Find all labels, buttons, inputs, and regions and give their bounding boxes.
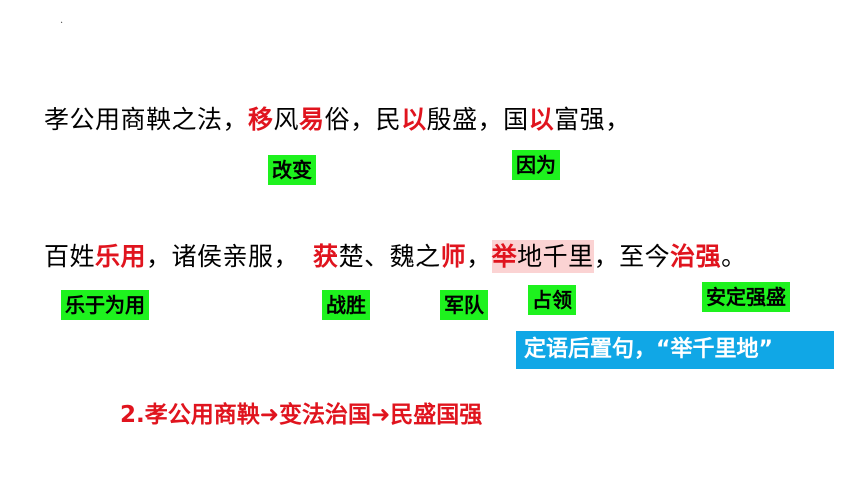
key-char: 以: [528, 105, 555, 134]
grammar-note: 定语后置句，“举千里地”: [516, 331, 834, 369]
key-char: 易: [299, 105, 325, 134]
text-segment: 地千里: [517, 242, 594, 271]
key-word: 治强: [670, 242, 722, 271]
text-segment: 俗，民: [324, 105, 402, 134]
text-segment: ，: [466, 242, 492, 271]
gloss-yinwei: 因为: [512, 150, 560, 180]
text-segment: ，诸侯亲服，: [146, 242, 300, 271]
highlighted-phrase: 举地千里: [491, 240, 594, 273]
key-word: 乐用: [95, 242, 147, 271]
text-segment: 孝公用商鞅之法，: [44, 105, 249, 134]
summary-line: 2.孝公用商鞅➜变法治国➜民盛国强: [120, 402, 483, 428]
key-char: 获: [313, 242, 339, 271]
key-char: 举: [491, 242, 518, 271]
text-segment: 富强，: [554, 105, 631, 134]
gloss-andingqiangsheng: 安定强盛: [702, 282, 790, 312]
gloss-gaibian: 改变: [268, 155, 316, 185]
key-char: 移: [248, 105, 274, 134]
key-char: 以: [401, 105, 427, 134]
gloss-zhansheng: 战胜: [322, 290, 370, 320]
gloss-zhanling: 占领: [528, 285, 576, 315]
sentence-line-1: 孝公用商鞅之法，移风易俗，民以殷盛，国以富强，: [44, 100, 631, 136]
gloss-jundui: 军队: [440, 290, 488, 320]
text-segment: 百姓: [44, 242, 96, 271]
text-segment: 风: [273, 105, 300, 134]
gloss-leyuweiyong: 乐于为用: [61, 290, 149, 320]
key-char: 师: [440, 242, 467, 271]
text-segment: 。: [721, 242, 747, 271]
text-segment: ，至今: [593, 242, 671, 271]
decorative-dot: ·: [60, 18, 64, 29]
text-segment: 楚、魏之: [338, 242, 441, 271]
text-segment: 殷盛，国: [426, 105, 529, 134]
sentence-line-2: 百姓乐用，诸侯亲服， 获楚、魏之师，举地千里，至今治强。: [44, 237, 747, 273]
